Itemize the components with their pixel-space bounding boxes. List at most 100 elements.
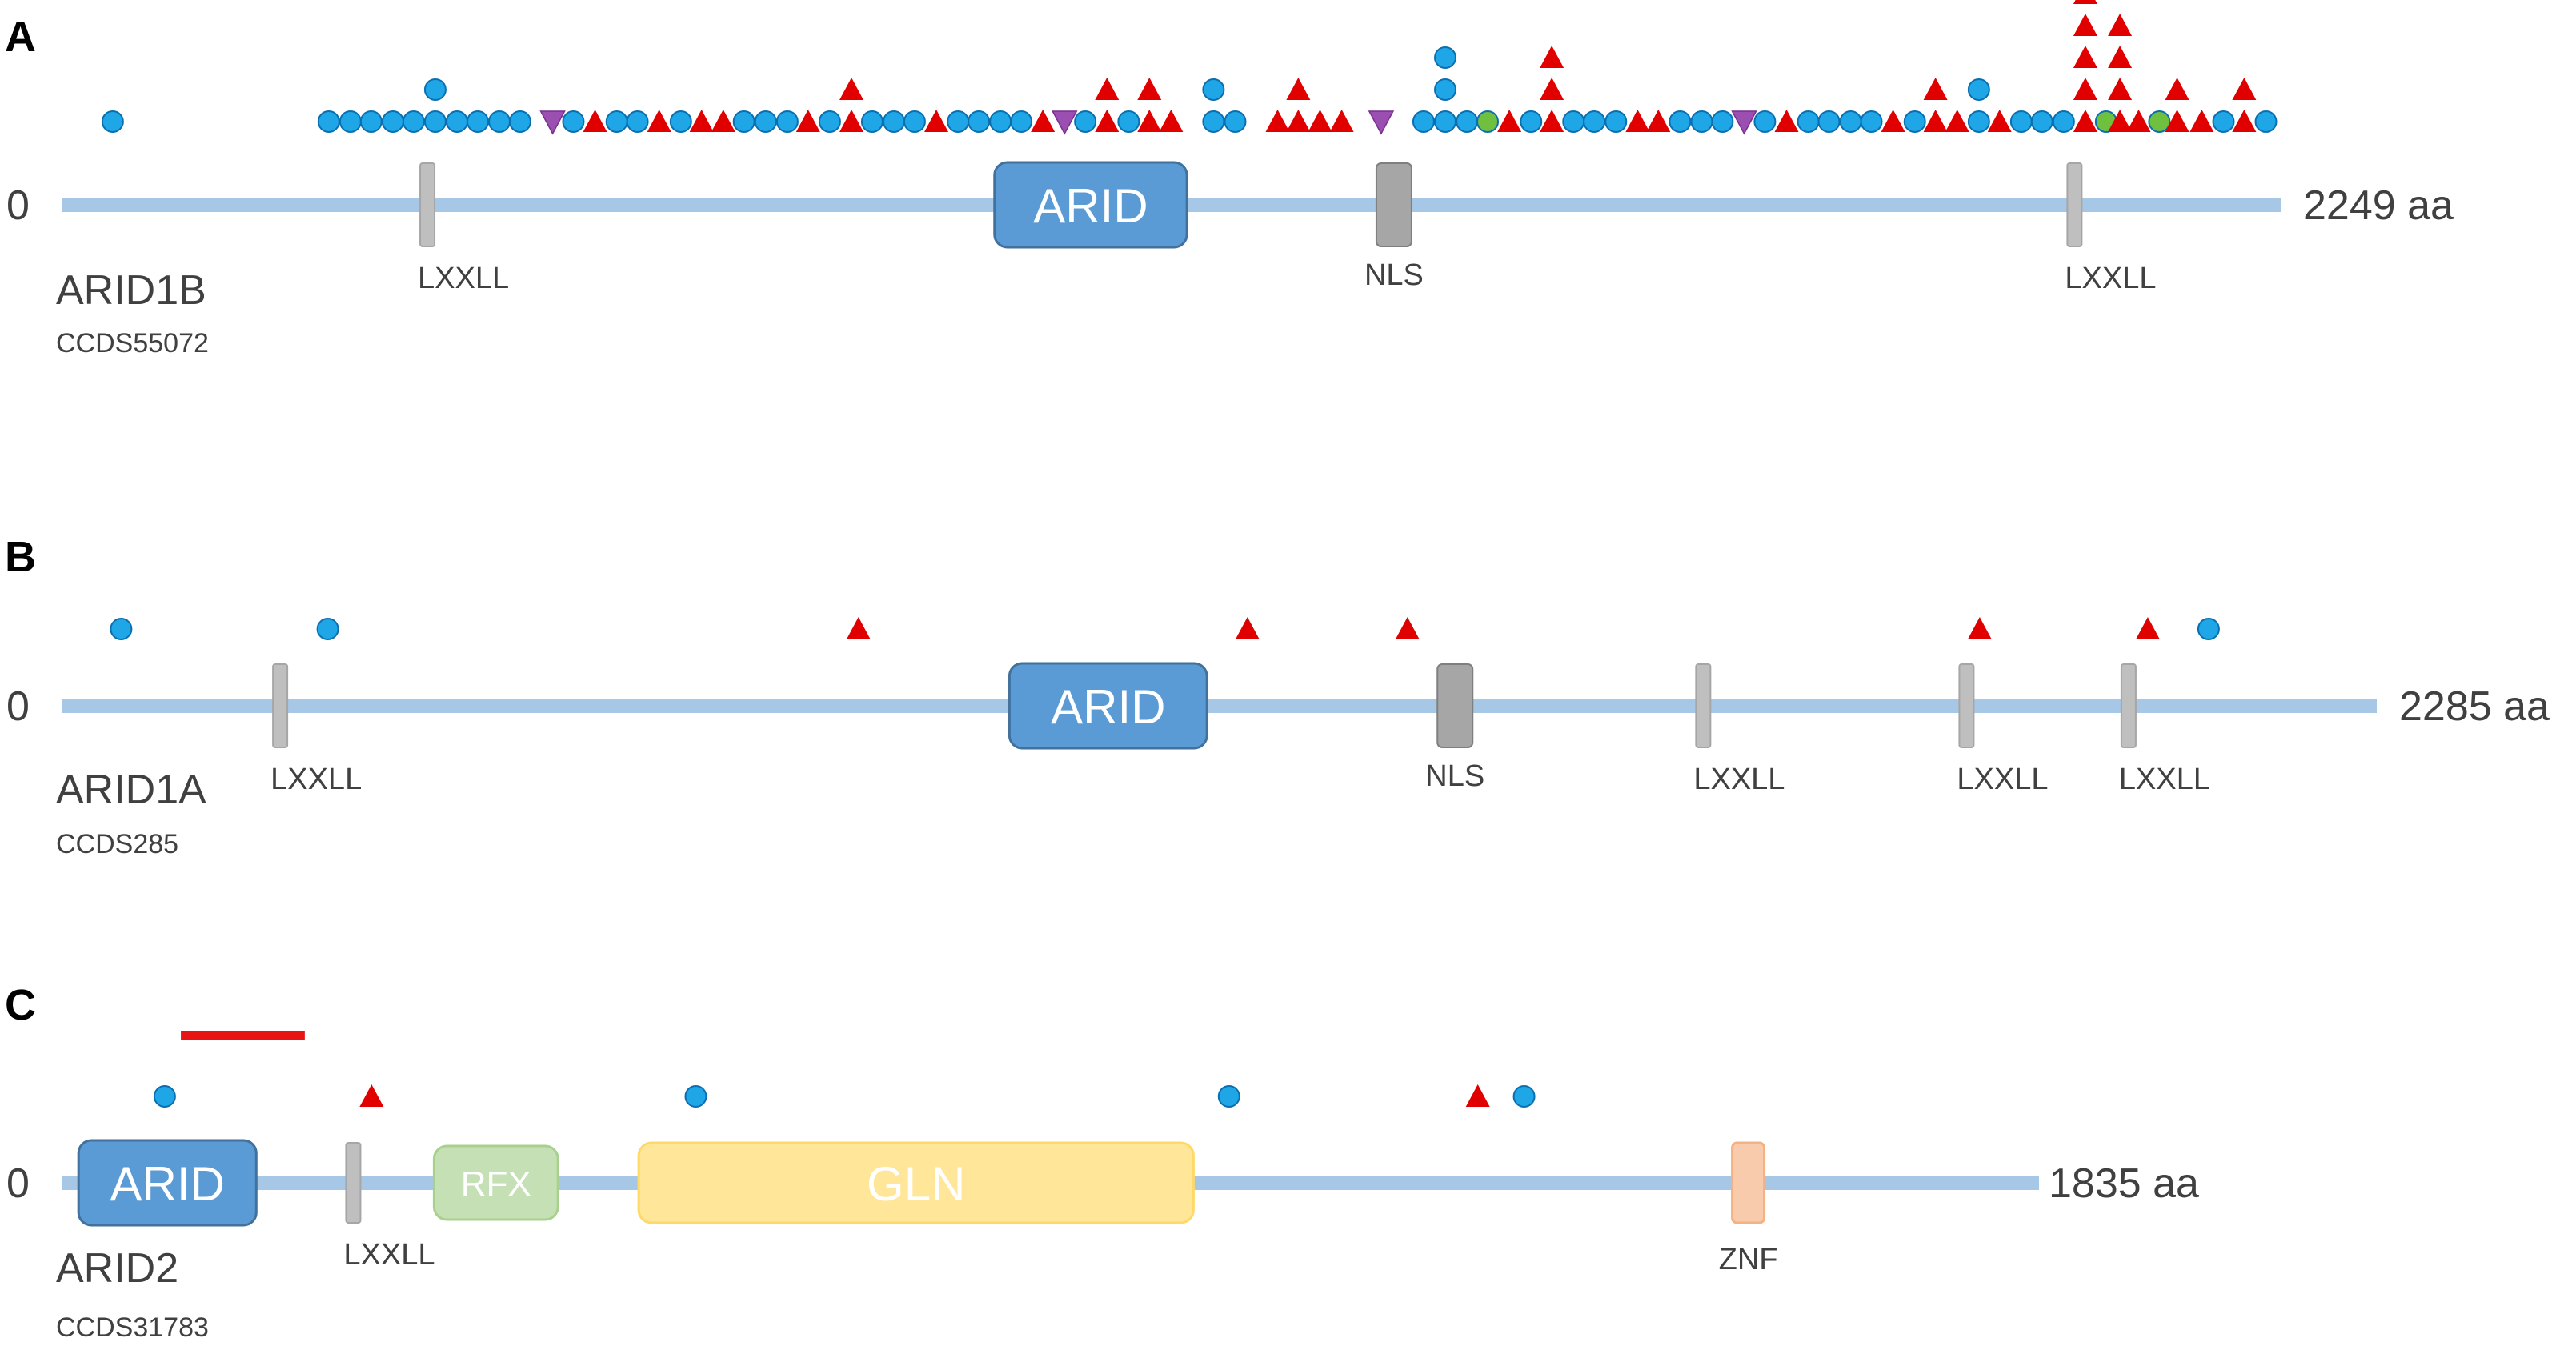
mutation-triangle [359,1084,384,1107]
lxxll-motif-box [1695,663,1712,748]
mutation-triangle [2189,110,2214,132]
mutation-triangle [2165,110,2189,132]
mutation-triangle [1395,617,1420,639]
arid-domain-box [77,1139,258,1227]
mutation-circle [488,110,511,133]
gene-name: ARID1A [56,767,206,813]
mutation-circle [2254,110,2278,133]
lxxll-motif-box [419,162,436,247]
mutation-triangle [711,110,735,132]
mutation-triangle [2108,46,2133,68]
mutation-triangle [2232,110,2257,132]
mutation-circle [1583,110,1606,133]
arid-domain-label: ARID [1033,179,1148,233]
mutation-circle [1434,110,1457,133]
mutation-triangle [2073,0,2097,4]
mutation-circle [1562,110,1585,133]
mutation-circle [1797,110,1820,133]
mutation-triangle [1646,110,1671,132]
mutation-triangle [846,617,871,639]
protein-length-label: 2249 aa [2303,182,2454,229]
mutation-circle [1967,110,1990,133]
mutation-circle [968,110,991,133]
mutation-circle [110,618,133,640]
lxxll-motif-label: LXXLL [270,763,362,796]
mutation-triangle [1540,46,1564,68]
mutation-triangle [1987,110,2012,132]
mutation-circle [1434,46,1457,69]
mutation-circle [2052,110,2075,133]
nls-domain-box [1436,663,1474,748]
mutation-circle [1839,110,1862,133]
mutation-circle [669,110,692,133]
lxxll-motif-box [2066,162,2083,247]
panel-label: A [5,13,36,61]
mutation-triangle [647,110,671,132]
mutation-circle [508,110,531,133]
ccds-id: CCDS285 [56,829,178,859]
mutation-triangle [1497,110,1522,132]
mutation-triangle [924,110,949,132]
mutation-triangle [1923,110,1948,132]
mutation-triangle [839,110,864,132]
mutation-circle [1903,110,1926,133]
mutation-triangle [1540,110,1564,132]
mutation-circle [2197,618,2220,640]
arid-domain-box [1008,662,1208,750]
mutation-circle [1512,1085,1536,1108]
gln-domain-label: GLN [867,1157,965,1211]
mutation-triangle [1308,110,1332,132]
mutation-circle [423,78,447,101]
mutation-circle [1669,110,1692,133]
mutation-circle [860,110,883,133]
mutation-circle [1753,110,1777,133]
mutation-triangle [2073,78,2097,100]
mutation-triangle [1031,110,1056,132]
mutation-circle [446,110,469,133]
mutation-circle [316,618,339,640]
mutation-triangle [1625,110,1650,132]
lxxll-motif-box [345,1142,362,1224]
mutation-circle [754,110,777,133]
rfx-domain-label: RFX [461,1164,531,1204]
nls-domain-label: NLS [1364,258,1424,292]
arid-domain-box [993,161,1188,249]
mutation-circle [605,110,628,133]
mutation-circle [1456,110,1479,133]
mutation-circle [1860,110,1883,133]
rfx-domain-box [432,1144,559,1221]
mutation-triangle [1540,78,1564,100]
lxxll-motif-label: LXXLL [343,1238,435,1272]
mutation-triangle [2073,46,2097,68]
mutation-triangle [1945,110,1969,132]
mutation-green-circle [2148,110,2171,133]
mutation-circle [562,110,585,133]
mutation-circle [626,110,649,133]
mutation-triangle [1465,1084,1490,1107]
mutation-inverted-triangle [1731,110,1757,135]
mutation-triangle [1286,78,1311,100]
mutation-circle [775,110,799,133]
protein-length-label: 2285 aa [2399,683,2550,730]
start-position-label: 0 [6,182,30,229]
mutation-circle [684,1085,707,1108]
mutation-circle [1117,110,1140,133]
mutation-inverted-triangle [1052,110,1078,135]
mutation-triangle [1967,617,1992,639]
panel-label: B [5,533,36,581]
mutation-circle [153,1085,176,1108]
lxxll-motif-box [2120,663,2137,748]
mutation-circle [339,110,362,133]
gln-domain-box [637,1141,1195,1224]
mutation-circle [1202,110,1225,133]
mutation-circle [381,110,404,133]
mutation-circle [1711,110,1734,133]
lxxll-motif-label: LXXLL [1957,763,2048,796]
mutation-circle [1967,78,1990,101]
mutation-triangle [795,110,820,132]
lxxll-motif-label: LXXLL [2065,262,2156,295]
